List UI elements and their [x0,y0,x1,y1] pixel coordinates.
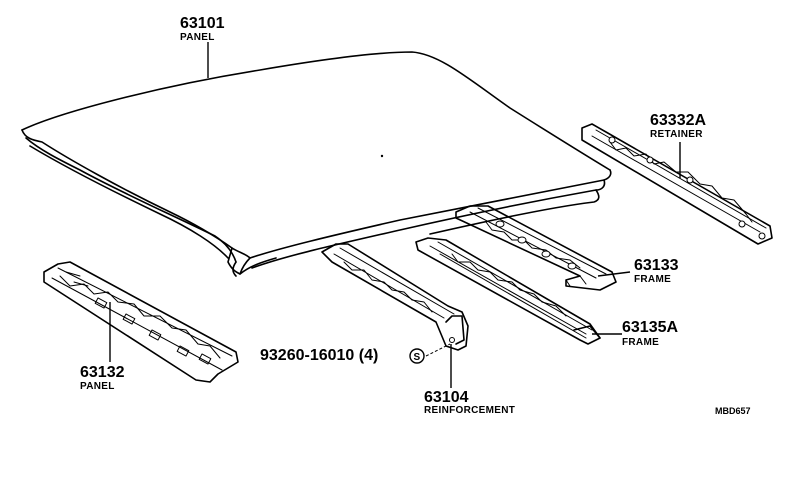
frame-63135a-number: 63135A [622,319,678,336]
rear-panel-name: PANEL [80,381,115,392]
reinforcement-drawing [321,243,469,351]
reinforcement-name: REINFORCEMENT [424,405,515,416]
rear-panel-number: 63132 [80,364,125,381]
rear-panel-drawing [43,261,239,383]
frame-63135a-drawing [415,237,601,345]
frame-63135a-name: FRAME [622,337,659,348]
frame-63133-number: 63133 [634,257,679,274]
leader-lines [109,42,681,388]
roof-panel-number: 63101 [180,15,225,32]
roof-panel-drawing [21,51,612,277]
diagram-code: MBD657 [715,406,751,416]
retainer-name: RETAINER [650,129,703,140]
frame-63133-drawing [455,205,617,291]
retainer-number: 63332A [650,112,706,129]
screw-number: 93260-16010 (4) [260,347,378,364]
roof-panel-name: PANEL [180,32,215,43]
screw-symbol-letter: S [414,352,421,363]
labels: 63101 PANEL 63332A RETAINER 63133 FRAME … [80,15,751,416]
frame-63133-name: FRAME [634,274,671,285]
screw-symbol: S [409,348,425,364]
reinforcement-number: 63104 [424,389,469,406]
retainer-drawing [581,123,773,245]
